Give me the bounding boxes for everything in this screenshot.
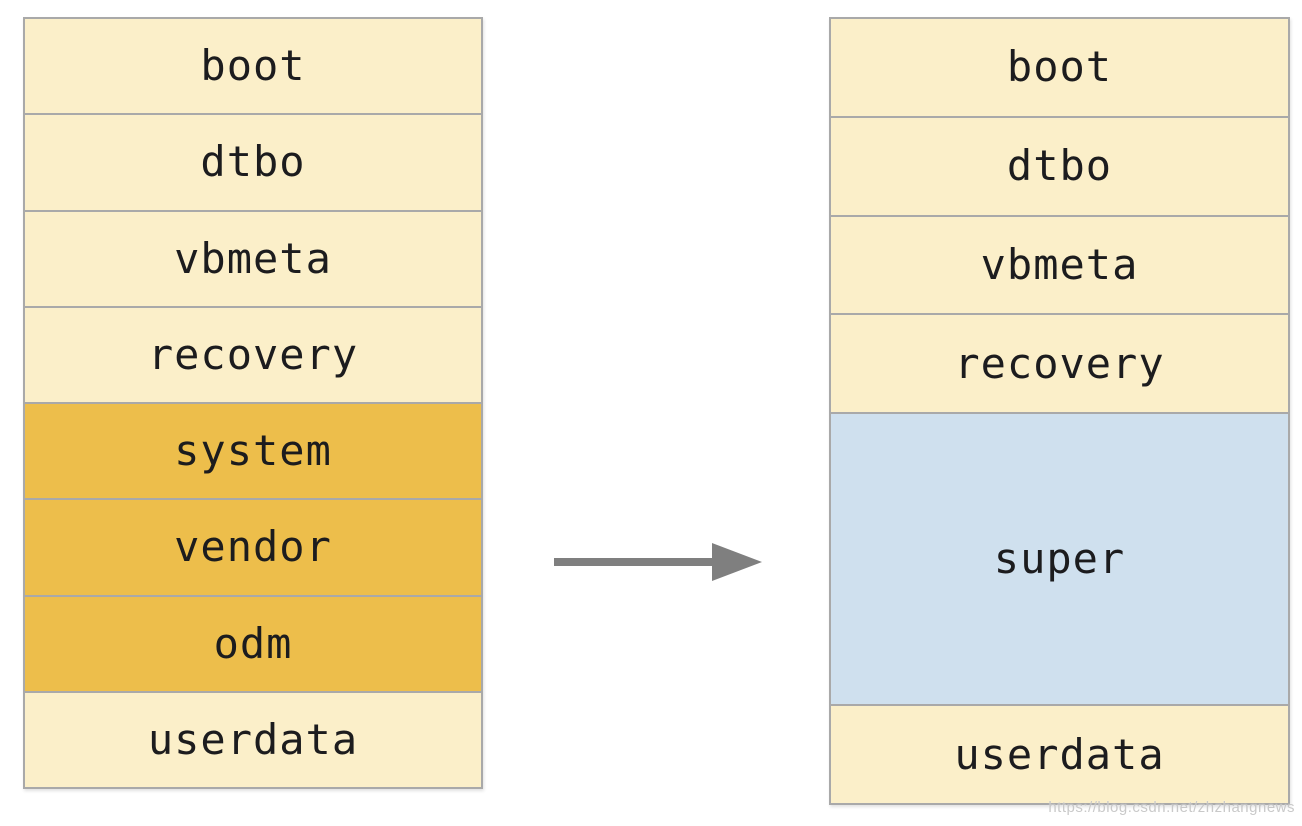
- right-arrow-icon: [554, 543, 762, 581]
- partition-stack-after: boot dtbo vbmeta recovery super userdata: [829, 17, 1290, 805]
- partition-row-odm: odm: [25, 594, 481, 691]
- partition-row-vbmeta: vbmeta: [831, 214, 1288, 314]
- partition-label-odm: odm: [213, 618, 293, 668]
- partition-row-super: super: [831, 412, 1288, 705]
- partition-row-dtbo: dtbo: [831, 115, 1288, 215]
- partition-label-vbmeta: vbmeta: [174, 233, 332, 283]
- partition-label-boot: boot: [1006, 42, 1113, 92]
- partition-row-recovery: recovery: [25, 305, 481, 402]
- watermark-text: https://blog.csdn.net/zhzhangnews: [1048, 799, 1295, 816]
- partition-label-dtbo: dtbo: [200, 137, 306, 187]
- partition-label-super: super: [993, 534, 1126, 584]
- partition-stack-before: boot dtbo vbmeta recovery system vendor odm use…: [23, 17, 483, 789]
- partition-label-userdata: userdata: [147, 714, 359, 764]
- partition-row-boot: boot: [831, 19, 1288, 116]
- partition-row-vendor: vendor: [25, 498, 481, 595]
- partition-label-userdata: userdata: [954, 729, 1165, 779]
- partition-label-vbmeta: vbmeta: [980, 239, 1139, 289]
- partition-row-recovery: recovery: [831, 313, 1288, 412]
- transition-arrow: [548, 533, 773, 591]
- partition-row-boot: boot: [25, 19, 481, 114]
- partition-row-vbmeta: vbmeta: [25, 209, 481, 306]
- partition-row-dtbo: dtbo: [25, 113, 481, 210]
- partition-row-userdata: userdata: [25, 690, 481, 787]
- partition-row-userdata: userdata: [831, 704, 1288, 803]
- partition-label-vendor: vendor: [174, 522, 332, 572]
- partition-label-system: system: [174, 426, 332, 476]
- partition-label-boot: boot: [200, 41, 306, 91]
- partition-row-system: system: [25, 402, 481, 499]
- partition-label-recovery: recovery: [954, 338, 1165, 388]
- partition-label-recovery: recovery: [147, 329, 359, 379]
- partition-label-dtbo: dtbo: [1006, 141, 1113, 191]
